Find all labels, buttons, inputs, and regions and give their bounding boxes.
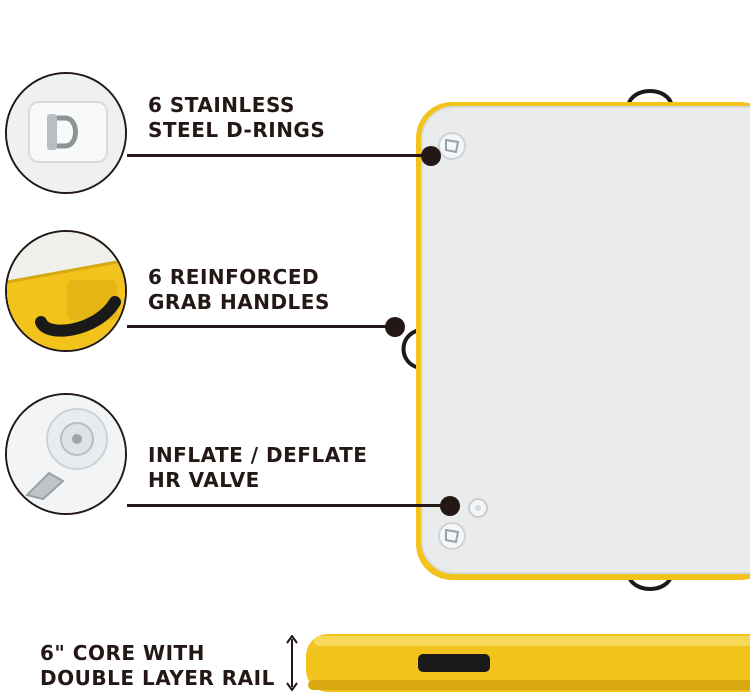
callout-dot-grab-handles: [385, 317, 405, 337]
feature-label-line2: STEEL D-RINGS: [148, 118, 326, 142]
feature-label-valve: INFLATE / DEFLATE HR VALVE: [148, 443, 367, 493]
feature-label-line1: 6 REINFORCED: [148, 265, 320, 289]
callout-line-d-rings: [127, 154, 427, 157]
d-ring-thumbnail: [5, 72, 127, 194]
grab-handle-icon: [7, 232, 125, 350]
valve-thumbnail: [5, 393, 127, 515]
feature-label-line2: HR VALVE: [148, 468, 260, 492]
feature-label-grab-handles: 6 REINFORCED GRAB HANDLES: [148, 265, 330, 315]
callout-dot-d-rings: [421, 146, 441, 166]
callout-dot-valve: [440, 496, 460, 516]
grab-handle-thumbnail: [5, 230, 127, 352]
dock-side-view: [304, 632, 750, 695]
feature-label-line1: 6 STAINLESS: [148, 93, 295, 117]
feature-label-line1: INFLATE / DEFLATE: [148, 443, 368, 467]
side-view-label-line1: 6" CORE WITH: [40, 641, 205, 665]
side-view-label: 6" CORE WITH DOUBLE LAYER RAIL: [40, 641, 275, 691]
d-ring-icon: [7, 74, 125, 192]
valve-icon: [7, 395, 125, 513]
dock-top-view: [400, 80, 750, 595]
callout-line-grab-handles: [127, 325, 392, 328]
feature-label-d-rings: 6 STAINLESS STEEL D-RINGS: [148, 93, 325, 143]
side-view-label-line2: DOUBLE LAYER RAIL: [40, 666, 275, 690]
feature-label-line2: GRAB HANDLES: [148, 290, 330, 314]
callout-line-valve: [127, 504, 447, 507]
thickness-arrow-icon: [286, 635, 298, 691]
